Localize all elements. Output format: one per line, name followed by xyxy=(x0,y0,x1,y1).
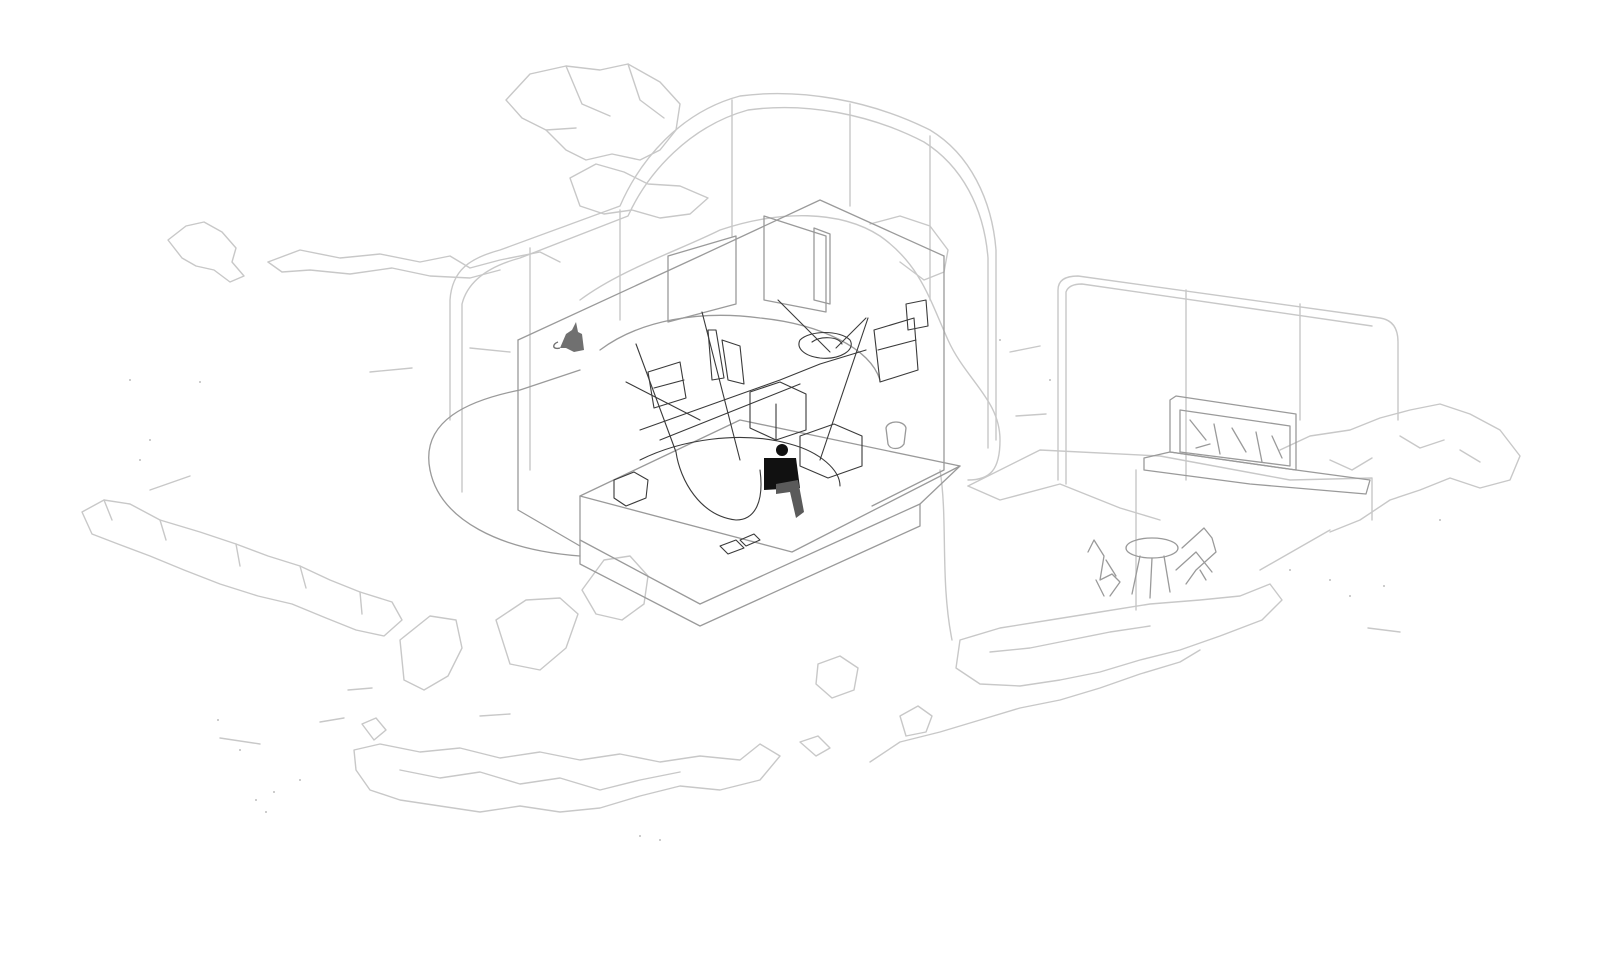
person-legs xyxy=(776,480,804,518)
floor-slab-front-right xyxy=(699,465,961,605)
rock-far-left xyxy=(167,221,245,283)
terrace-deck-top xyxy=(967,449,1373,521)
ground-speckles xyxy=(129,339,1441,841)
hammock-loop xyxy=(675,451,762,521)
ground-scratch-1 xyxy=(369,367,413,373)
rock-small-a xyxy=(815,655,859,699)
rock-chain-left-detail xyxy=(103,499,363,615)
rock-right-outline xyxy=(1279,403,1521,533)
rock-top-right xyxy=(869,215,949,281)
shelf-unit-left xyxy=(647,361,687,409)
floor-slab-bottom xyxy=(579,503,921,627)
rock-right-detail xyxy=(1329,435,1481,471)
shelf-unit-right xyxy=(873,317,919,383)
daybed-texture xyxy=(1189,419,1283,463)
ground-scratch-2 xyxy=(149,475,191,491)
rock-band-left-lower xyxy=(267,261,501,279)
room-box-left xyxy=(517,339,581,547)
terrace-deck-edge xyxy=(967,483,1161,521)
ground-scratch-4 xyxy=(219,737,261,745)
platform-room xyxy=(517,199,961,627)
ground-scratch-6 xyxy=(1009,345,1041,353)
crate-right xyxy=(799,423,863,479)
hammock-rigging xyxy=(613,299,929,555)
hanging-towel xyxy=(707,329,725,381)
cabinet xyxy=(749,381,807,441)
ground-scratch-8 xyxy=(347,687,373,691)
rock-small-d xyxy=(361,717,387,741)
dome-arch-outer xyxy=(449,92,997,441)
chair-left xyxy=(1087,539,1121,597)
crate-left xyxy=(613,471,649,507)
ground-scratch-5 xyxy=(1367,627,1401,633)
rigging-line-4 xyxy=(819,317,869,461)
bistro-table-top xyxy=(1125,537,1179,559)
daybed-seat xyxy=(1143,451,1371,495)
bucket xyxy=(885,421,907,450)
hammock-cable-2 xyxy=(659,383,801,441)
cat-tail xyxy=(553,341,561,350)
rock-front-center-a xyxy=(399,615,463,691)
wall-panel-c xyxy=(813,227,831,305)
daybed xyxy=(1143,395,1371,495)
basin-ring-inner xyxy=(811,337,843,345)
rock-small-b xyxy=(899,705,933,737)
hanging-towel-2 xyxy=(721,339,745,385)
rock-band-left-top xyxy=(267,249,561,269)
dome-floor-curve-2 xyxy=(429,469,581,557)
room-box-right xyxy=(871,255,945,507)
rock-island-cluster xyxy=(81,63,1521,813)
room-box-top xyxy=(517,199,945,341)
cat xyxy=(553,322,584,352)
rock-small-c xyxy=(799,735,831,757)
terrace-deck-front xyxy=(1259,529,1331,571)
terrace-platform xyxy=(967,275,1399,611)
island-right-lower-detail xyxy=(989,625,1151,653)
shelf-unit-top xyxy=(905,299,929,331)
rock-front-center-b xyxy=(495,597,579,671)
basin-ring xyxy=(798,331,852,359)
rock-top-cluster xyxy=(505,63,681,161)
bistro-table-legs xyxy=(1131,555,1171,599)
terrace-frame-left xyxy=(1057,275,1399,481)
person-head xyxy=(776,444,788,456)
terrace-frame-inner xyxy=(1065,283,1373,485)
ground-scratch-10 xyxy=(319,717,345,723)
ground-scratch-3 xyxy=(469,347,511,353)
dome-wall-ribbon xyxy=(579,215,1001,481)
rock-top-cluster-detail xyxy=(545,63,665,131)
ground-scratch-7 xyxy=(1015,413,1047,417)
dome-arch-inner xyxy=(461,106,989,493)
ground-scratch-9 xyxy=(479,713,511,717)
island-right-lower xyxy=(955,583,1283,687)
daybed-back-inner xyxy=(1179,409,1291,467)
dome-floor-curve xyxy=(428,369,581,471)
rock-chain-left xyxy=(81,499,403,637)
floor-mat xyxy=(719,539,745,555)
dome-wall-ribbon-lower xyxy=(939,469,953,641)
rock-front-center-c xyxy=(581,555,649,621)
shoreline-bottom xyxy=(353,743,781,813)
hammock-net xyxy=(639,436,841,487)
rigging-line-5 xyxy=(625,381,701,421)
shoreline-mid xyxy=(869,649,1201,763)
cat-silhouette xyxy=(560,322,584,352)
wall-panel-b xyxy=(763,215,827,313)
wall-panel-a xyxy=(667,235,737,323)
transparent-dome-enclosure xyxy=(428,92,1001,641)
folding-chairs xyxy=(1087,527,1217,597)
chair-right xyxy=(1175,527,1217,585)
seated-person xyxy=(764,444,804,518)
bistro-table xyxy=(1125,537,1179,599)
shoreline-bottom-inner xyxy=(399,769,681,791)
daybed-back xyxy=(1169,395,1297,471)
rigging-line-3 xyxy=(777,299,831,353)
floor-mat-2 xyxy=(739,533,761,547)
hammock-cable xyxy=(639,349,867,431)
